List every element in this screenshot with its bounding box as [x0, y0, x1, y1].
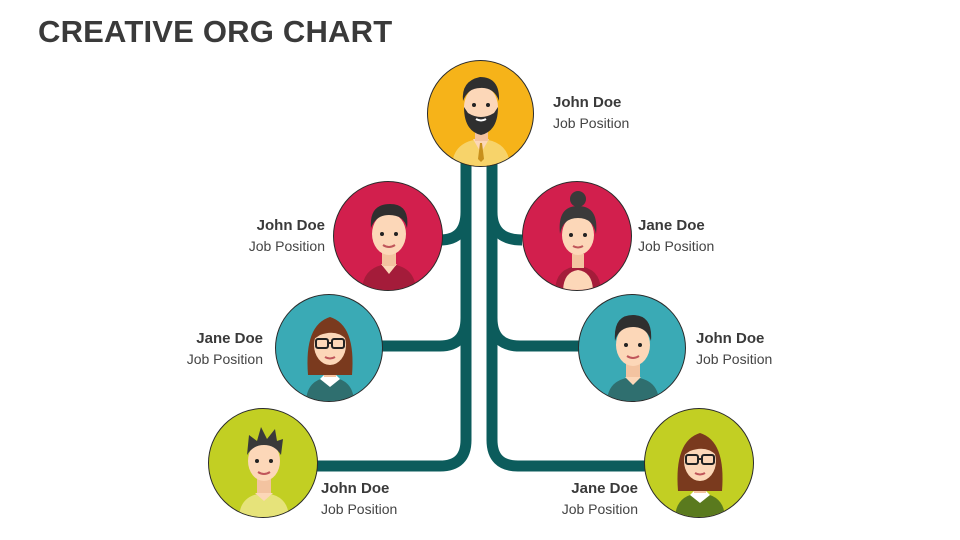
connector-right-trunk [486, 150, 648, 472]
org-label-right-3: Jane Doe Job Position [538, 478, 638, 520]
org-label-top: John Doe Job Position [553, 92, 629, 134]
page-title: CREATIVE ORG CHART [38, 14, 393, 49]
man-icon [607, 315, 659, 401]
person-name: John Doe [553, 94, 622, 111]
man-icon [362, 204, 416, 290]
person-name: John Doe [696, 330, 765, 347]
org-label-right-2: John Doe Job Position [696, 328, 772, 370]
org-node-right-3[interactable] [644, 408, 754, 518]
person-position: Job Position [638, 238, 715, 254]
woman-glasses-icon [675, 433, 725, 517]
man-spiky-hair-icon [239, 427, 289, 517]
person-position: Job Position [696, 351, 773, 367]
connector-left-2 [382, 317, 472, 352]
person-position: Job Position [186, 351, 263, 367]
org-node-right-1[interactable] [522, 181, 632, 291]
org-node-left-2[interactable] [275, 294, 383, 402]
person-position: Job Position [321, 501, 398, 517]
connector-left-trunk [314, 150, 472, 472]
person-position: Job Position [561, 501, 638, 517]
person-position: Job Position [248, 238, 325, 254]
org-node-top[interactable] [427, 60, 534, 167]
org-label-left-1: John Doe Job Position [226, 215, 325, 257]
woman-bun-icon [555, 191, 601, 290]
person-name: John Doe [321, 480, 390, 497]
org-node-right-2[interactable] [578, 294, 686, 402]
connector-left-1 [439, 211, 472, 246]
person-name: John Doe [256, 217, 325, 234]
org-label-left-3: John Doe Job Position [321, 478, 397, 520]
org-label-left-2: Jane Doe Job Position [164, 328, 263, 370]
person-name: Jane Doe [196, 330, 263, 347]
person-position: Job Position [553, 115, 630, 131]
connector-right-2 [486, 317, 580, 352]
org-node-left-1[interactable] [333, 181, 443, 291]
org-label-right-1: Jane Doe Job Position [638, 215, 714, 257]
person-name: Jane Doe [571, 480, 638, 497]
org-node-left-3[interactable] [208, 408, 318, 518]
bearded-man-icon [452, 77, 510, 166]
connector-right-1 [486, 211, 523, 246]
person-name: Jane Doe [638, 217, 705, 234]
woman-glasses-icon [306, 317, 354, 401]
